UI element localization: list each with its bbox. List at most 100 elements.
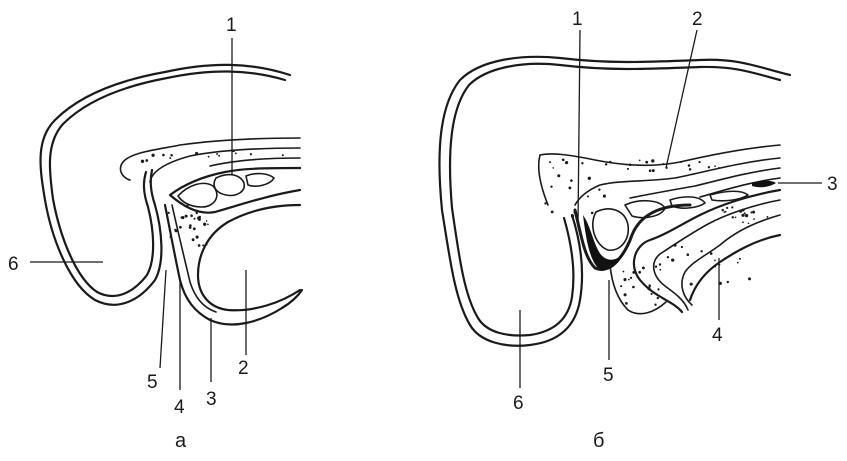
stipple-dot [714, 165, 716, 167]
stipple-dot [282, 154, 284, 156]
stipple-dot [690, 283, 693, 286]
stipple-dot [645, 161, 648, 164]
stipple-dot [688, 164, 691, 167]
stipple-dot [623, 278, 626, 281]
panel-b-hemisphere-wall [439, 57, 790, 346]
stipple-dot [232, 150, 235, 153]
stipple-dot [727, 281, 729, 283]
stipple-dot [659, 263, 661, 265]
stipple-dot [741, 214, 744, 217]
stipple-dot [179, 226, 182, 229]
stipple-dot [557, 174, 560, 177]
panel-b-label-3: 3 [827, 174, 838, 195]
stipple-dot [185, 215, 188, 218]
panel-b-label-1: 1 [572, 9, 583, 30]
stipple-dot [202, 244, 204, 246]
stipple-dot [162, 154, 165, 157]
stipple-dot [642, 266, 645, 269]
stipple-dot [609, 161, 611, 163]
panel-b-caption: б [593, 430, 604, 452]
stipple-dot [588, 177, 591, 180]
stipple-dot [732, 216, 734, 218]
panel-b-label-5: 5 [603, 365, 614, 386]
stipple-dot [766, 216, 768, 218]
stipple-dot [591, 212, 594, 215]
stipple-dot [581, 162, 583, 164]
panel-b-label-2: 2 [692, 9, 703, 30]
stipple-dot [714, 260, 716, 262]
stipple-dot [550, 186, 552, 188]
panel-a-label-2: 2 [238, 358, 249, 379]
stipple-dot [726, 207, 728, 209]
stipple-dot [196, 212, 198, 214]
stipple-dot [206, 244, 208, 246]
stipple-dot [190, 214, 193, 217]
panel-b: 1 2 3 4 5 6 б [439, 9, 837, 452]
stipple-dot [587, 195, 589, 197]
stipple-dot [181, 203, 183, 205]
stipple-dot [571, 214, 574, 217]
panel-a-leader-5 [160, 270, 166, 368]
stipple-dot [700, 250, 702, 252]
panel-a-lower-cavity [165, 205, 302, 324]
panel-a: 1 2 3 4 5 6 а [8, 15, 302, 452]
stipple-dot [628, 279, 630, 281]
stipple-dot [620, 285, 622, 287]
stipple-dot [151, 154, 154, 157]
stipple-dot [659, 269, 661, 271]
stipple-dot [667, 256, 669, 258]
panel-b-leader-2 [666, 30, 697, 168]
stipple-dot [250, 153, 252, 155]
stipple-dot [169, 157, 171, 159]
stipple-dot [687, 253, 690, 256]
stipple-dot [605, 163, 607, 165]
stipple-dot [722, 209, 725, 212]
stipple-dot [603, 195, 606, 198]
stipple-dot [187, 204, 189, 206]
panel-a-label-1: 1 [226, 15, 237, 36]
stipple-dot [169, 236, 171, 238]
stipple-dot [654, 304, 656, 306]
stipple-dot [198, 218, 201, 221]
stipple-dot [673, 244, 676, 247]
stipple-dot [648, 284, 651, 287]
stipple-dot [744, 212, 746, 214]
stipple-dot [708, 166, 710, 168]
stipple-dot [170, 154, 173, 157]
panel-b-lower-folds [610, 190, 780, 314]
panel-b-chambers [575, 181, 776, 271]
stipple-dot [573, 211, 576, 214]
stipple-dot [168, 212, 170, 214]
stipple-dot [657, 297, 659, 299]
stipple-dot [598, 189, 600, 191]
stipple-dot [141, 160, 144, 163]
stipple-dot [748, 222, 750, 224]
stipple-dot [235, 152, 237, 154]
stipple-dot [639, 159, 641, 161]
panel-b-roof-plate [539, 145, 780, 205]
stipple-dot [710, 252, 713, 255]
stipple-dot [671, 258, 674, 261]
stipple-dot [657, 288, 659, 290]
stipple-dot [647, 287, 650, 290]
panel-a-label-3: 3 [206, 389, 217, 410]
stipple-dot [638, 271, 641, 274]
stipple-dot [651, 159, 654, 162]
panel-a-caption: а [175, 430, 187, 452]
stipple-dot [739, 258, 741, 260]
stipple-dot [742, 221, 744, 223]
stipple-dot [193, 218, 195, 220]
stipple-dot [199, 216, 201, 218]
stipple-dot [196, 236, 199, 239]
stipple-dot [662, 163, 664, 165]
stipple-dot [630, 277, 632, 279]
stipple-dot [570, 179, 573, 182]
panel-b-label-4: 4 [712, 325, 723, 346]
stipple-dot [718, 167, 720, 169]
stipple-dot [649, 169, 652, 172]
stipple-dot [549, 161, 551, 163]
stipple-dot [544, 202, 546, 204]
panel-b-label-6: 6 [513, 393, 524, 414]
stipple-dot [735, 216, 737, 218]
